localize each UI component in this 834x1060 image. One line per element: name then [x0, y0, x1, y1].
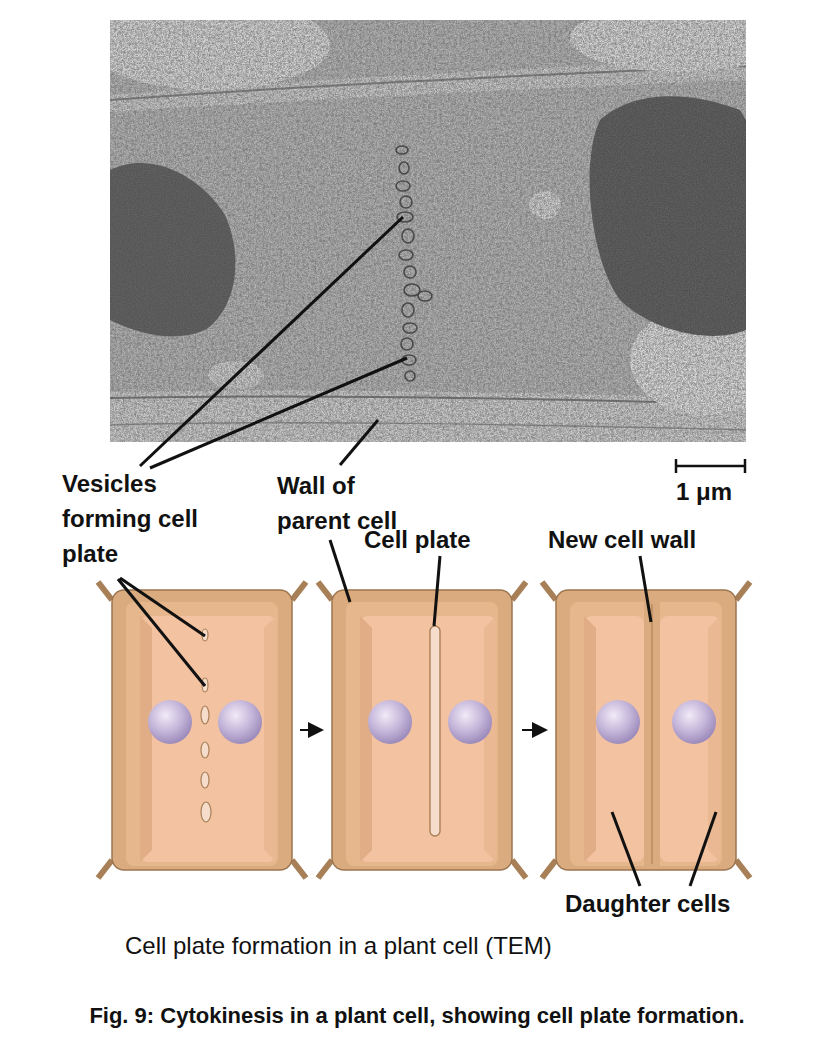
part-label: Cell plate: [364, 522, 471, 557]
daughter-cells: [542, 582, 750, 878]
scale-bar: [676, 459, 745, 473]
micrograph: [110, 20, 746, 442]
process-arrow: [300, 729, 546, 731]
leader-lines: [118, 217, 716, 886]
part-label: New cell wall: [548, 522, 696, 557]
scale-label: 1 μm: [676, 474, 732, 509]
part-label: Daughter cells: [565, 886, 730, 921]
part-label: Vesicles forming cell plate: [62, 466, 202, 571]
figure-caption: Fig. 9: Cytokinesis in a plant cell, sho…: [10, 1002, 824, 1030]
cell-dividing-vesicles: [98, 582, 306, 878]
cell-with-plate: [318, 582, 526, 878]
figure-subtitle: Cell plate formation in a plant cell (TE…: [125, 928, 552, 963]
